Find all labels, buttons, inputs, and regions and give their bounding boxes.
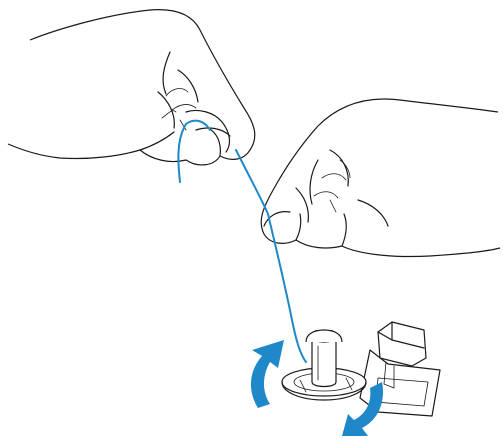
bobbin-winder [282, 322, 440, 416]
right-hand [261, 99, 500, 257]
left-hand [8, 10, 255, 165]
curved-rotation-arrow-icon [251, 340, 284, 408]
